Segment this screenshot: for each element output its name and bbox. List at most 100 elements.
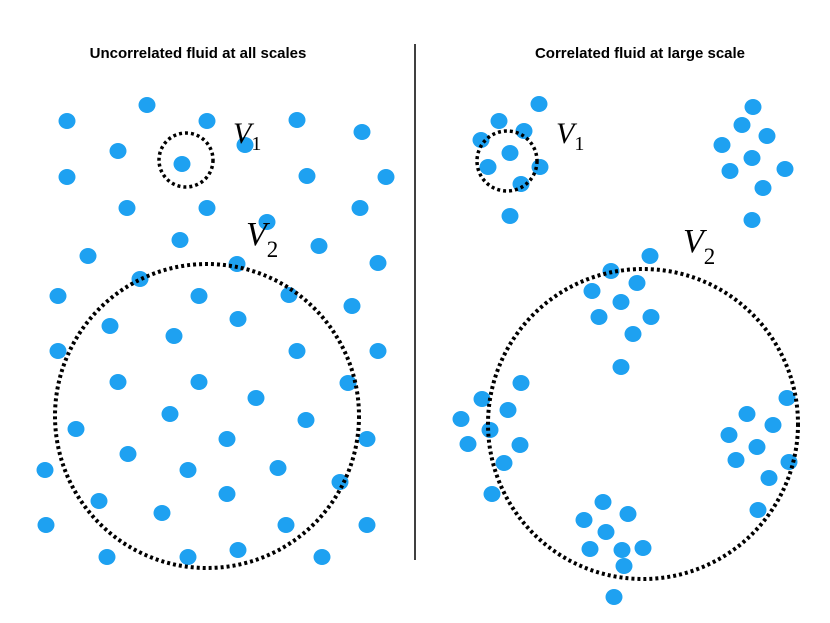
right-particle <box>764 417 782 433</box>
left-particle <box>179 549 197 565</box>
right-v1-subscript: 1 <box>574 133 584 155</box>
right-particle <box>760 470 778 486</box>
left-particle <box>109 374 127 390</box>
left-particle <box>331 474 349 490</box>
left-particle <box>190 288 208 304</box>
left-particle <box>119 446 137 462</box>
right-particle <box>479 159 497 175</box>
right-particle <box>512 375 530 391</box>
left-particle <box>229 542 247 558</box>
right-particle <box>612 294 630 310</box>
left-particle <box>98 549 116 565</box>
left-v1-label: V1 <box>233 117 261 155</box>
right-particle <box>758 128 776 144</box>
right-v2-volume <box>486 267 800 581</box>
left-v2-volume <box>53 262 361 570</box>
right-particle <box>594 494 612 510</box>
left-particle <box>229 311 247 327</box>
right-panel-particles <box>452 96 798 605</box>
left-particle <box>351 200 369 216</box>
right-v1-label: V1 <box>556 117 584 155</box>
left-particle <box>280 287 298 303</box>
right-particle <box>459 436 477 452</box>
right-particle <box>575 512 593 528</box>
right-particle <box>727 452 745 468</box>
left-particle <box>310 238 328 254</box>
right-particle <box>720 427 738 443</box>
right-particle <box>743 212 761 228</box>
left-particle <box>36 462 54 478</box>
left-particle <box>377 169 395 185</box>
left-particle <box>269 460 287 476</box>
left-particle <box>138 97 156 113</box>
right-particle <box>515 123 533 139</box>
right-particle <box>472 132 490 148</box>
left-panel-title: Uncorrelated fluid at all scales <box>90 45 307 62</box>
left-particle <box>49 343 67 359</box>
right-particle <box>615 558 633 574</box>
left-particle <box>90 493 108 509</box>
right-particle <box>583 283 601 299</box>
right-particle <box>749 502 767 518</box>
right-v2-label: V2 <box>683 223 715 269</box>
left-particle <box>297 412 315 428</box>
left-particle <box>173 156 191 172</box>
right-particle <box>530 96 548 112</box>
left-particle <box>153 505 171 521</box>
right-particle <box>473 391 491 407</box>
right-v2-subscript: 2 <box>704 244 716 269</box>
right-particle <box>483 486 501 502</box>
right-particle <box>501 145 519 161</box>
left-particle <box>358 517 376 533</box>
right-particle <box>738 406 756 422</box>
left-particle <box>49 288 67 304</box>
left-particle <box>369 255 387 271</box>
right-particle <box>641 248 659 264</box>
right-particle <box>511 437 529 453</box>
right-particle <box>452 411 470 427</box>
right-particle <box>733 117 751 133</box>
right-particle <box>642 309 660 325</box>
left-particle <box>198 113 216 129</box>
left-particle <box>218 431 236 447</box>
right-particle <box>628 275 646 291</box>
left-particle <box>313 549 331 565</box>
right-panel-title: Correlated fluid at large scale <box>535 45 745 62</box>
left-particle <box>343 298 361 314</box>
left-particle <box>161 406 179 422</box>
left-particle <box>179 462 197 478</box>
right-particle <box>754 180 772 196</box>
right-particle <box>743 150 761 166</box>
right-particle <box>713 137 731 153</box>
right-v1-volume <box>475 129 539 193</box>
left-particle <box>258 214 276 230</box>
left-v2-subscript: 2 <box>267 237 279 262</box>
right-particle <box>581 541 599 557</box>
right-particle <box>619 506 637 522</box>
right-particle <box>721 163 739 179</box>
left-particle <box>109 143 127 159</box>
right-particle <box>605 589 623 605</box>
left-particle <box>277 517 295 533</box>
right-particle <box>634 540 652 556</box>
right-particle <box>776 161 794 177</box>
right-particle <box>501 208 519 224</box>
left-particle <box>339 375 357 391</box>
left-particle <box>165 328 183 344</box>
left-v1-volume <box>157 131 215 189</box>
left-particle <box>198 200 216 216</box>
left-v1-subscript: 1 <box>251 133 261 155</box>
right-particle <box>499 402 517 418</box>
left-panel-particles <box>36 97 395 565</box>
right-particle <box>613 542 631 558</box>
left-particle <box>67 421 85 437</box>
right-particle <box>612 359 630 375</box>
right-particle <box>778 390 796 406</box>
left-particle <box>131 271 149 287</box>
left-particle <box>247 390 265 406</box>
left-particle <box>298 168 316 184</box>
right-particle <box>744 99 762 115</box>
left-particle <box>218 486 236 502</box>
left-particle <box>358 431 376 447</box>
left-particle <box>58 169 76 185</box>
